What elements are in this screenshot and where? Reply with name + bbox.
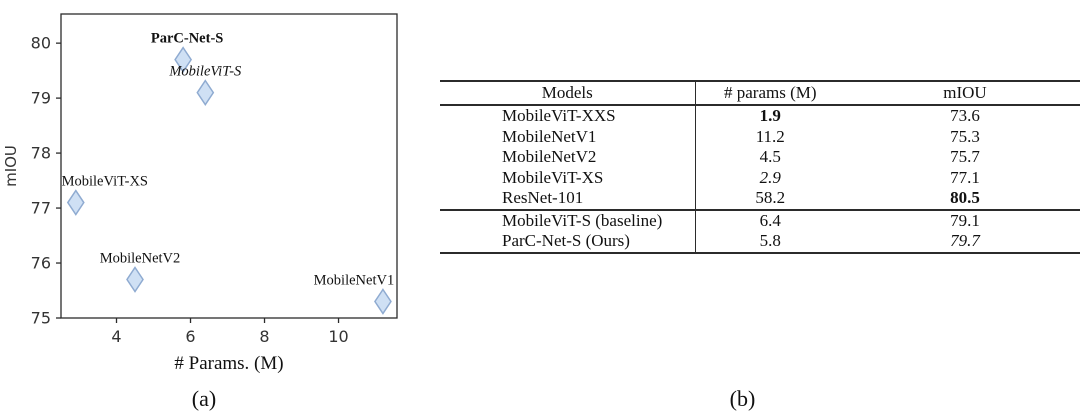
table-row: MobileNetV1 11.2 75.3 [440,126,1080,147]
y-tick-label: 79 [31,89,51,108]
cell-model: MobileViT-XXS [440,105,696,127]
caption-b: (b) [729,386,756,411]
header-params: # params (M) [695,81,845,106]
scatter-chart: 4 6 8 10 75 76 77 78 79 80 # Params. (M) mIOU ParC-N… [2,13,398,374]
y-tick-label: 76 [31,254,51,273]
header-models: Models [440,81,696,106]
cell-params: 58.2 [695,188,845,211]
y-tick-label: 80 [31,34,51,53]
caption-a: (a) [191,386,217,411]
results-table-panel: Models # params (M) mIOU MobileViT-XXS 1.… [440,80,1080,254]
x-tick-label: 10 [328,327,348,346]
cell-model: MobileViT-XS [440,167,696,188]
point-label: MobileViT-XS [62,174,148,190]
y-tick-label: 77 [31,199,51,218]
table-row: MobileViT-S (baseline) 6.4 79.1 [440,209,1080,231]
cell-miou: 79.7 [950,231,980,251]
table-row: ParC-Net-S (Ours) 5.8 79.7 [440,231,1080,253]
cell-params: 11.2 [755,126,785,146]
results-table: Models # params (M) mIOU MobileViT-XXS 1.… [440,80,1080,254]
scatter-point [374,288,392,315]
table-row: MobileNetV2 4.5 75.7 [440,147,1080,168]
point-label: ParC-Net-S [151,31,223,47]
scatter-point [174,46,193,73]
header-miou: mIOU [845,81,1080,106]
cell-model: ParC-Net-S (Ours) [440,231,696,253]
scatter-point [66,189,85,216]
point-label: MobileNetV2 [100,251,181,267]
cell-params: 1.9 [759,106,781,126]
cell-miou: 79.1 [950,210,980,230]
cell-model: MobileNetV2 [440,147,696,168]
x-tick-label: 8 [259,327,269,346]
scatter-point [196,79,215,106]
cell-miou: 73.6 [950,106,980,126]
table-row: MobileViT-XXS 1.9 73.6 [440,105,1080,127]
table-row: MobileViT-XS 2.9 77.1 [440,167,1080,188]
y-axis-label: mIOU [2,145,20,187]
cell-params: 4.5 [759,147,781,167]
cell-params: 2.9 [759,167,781,187]
cell-params: 6.4 [759,210,781,230]
x-tick-label: 6 [185,327,195,346]
cell-model: MobileNetV1 [440,126,696,147]
x-tick-label: 4 [111,327,121,346]
scatter-panel: 4 6 8 10 75 76 77 78 79 80 # Params. (M) mIOU ParC-N… [0,0,430,419]
cell-miou: 75.7 [950,147,980,167]
point-label: MobileNetV1 [314,273,395,289]
table-header-row: Models # params (M) mIOU [440,81,1080,106]
plot-frame [60,13,398,319]
cell-miou: 75.3 [950,126,980,146]
cell-params: 5.8 [759,231,781,251]
scatter-point [126,266,144,293]
point-label: MobileViT-S [168,64,242,80]
cell-miou: 80.5 [845,188,1080,211]
y-tick-label: 75 [31,309,51,328]
x-axis-label: # Params. (M) [174,353,283,374]
cell-model: MobileViT-S (baseline) [440,209,696,231]
y-tick-label: 78 [31,144,51,163]
cell-model: ResNet-101 [440,188,696,211]
cell-miou: 77.1 [950,167,980,187]
